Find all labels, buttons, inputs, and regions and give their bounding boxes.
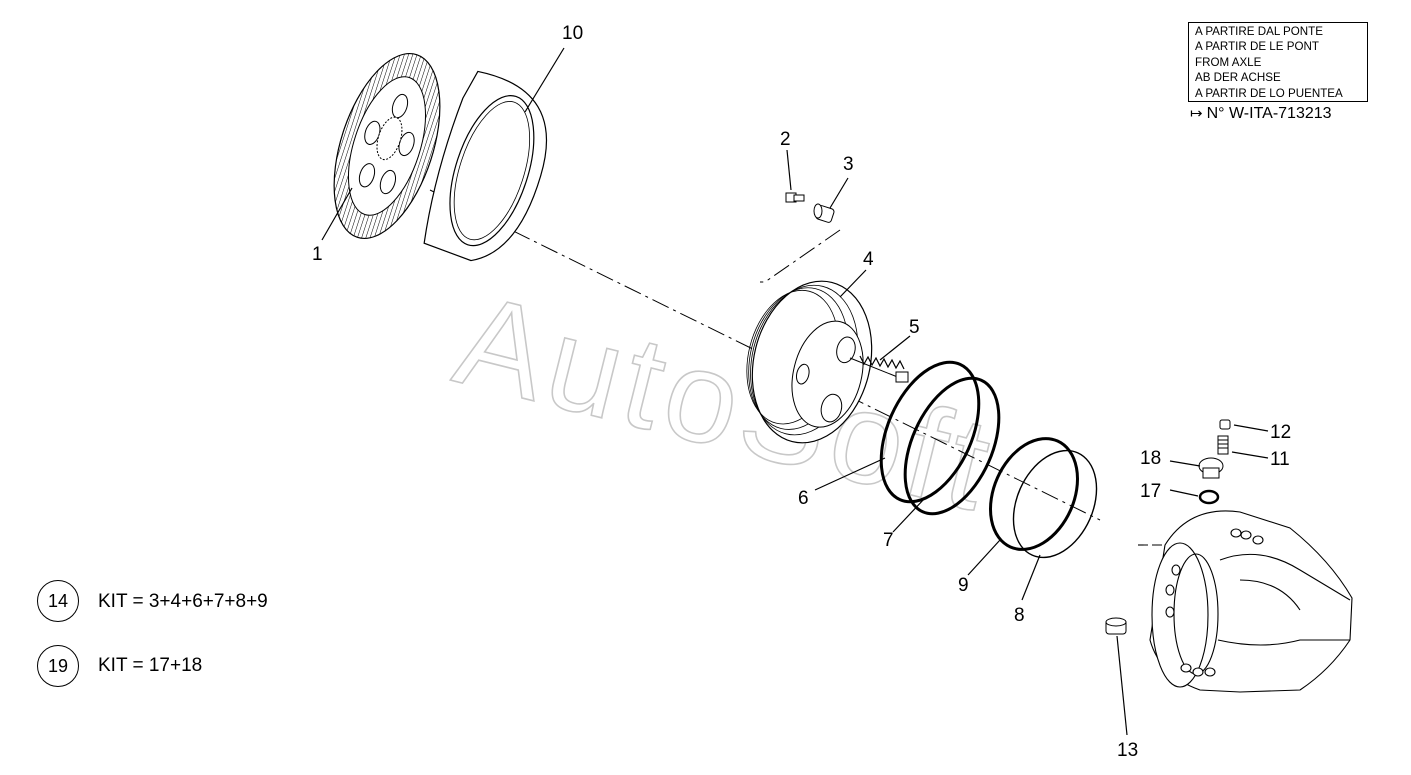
callout-3: 3: [843, 154, 854, 175]
part-5-spring: [849, 355, 909, 383]
serial-range-box: A PARTIRE DAL PONTE A PARTIR DE LE PONT …: [1188, 22, 1368, 102]
callout-1: 1: [312, 244, 323, 265]
callout-18: 18: [1140, 448, 1161, 469]
callout-9: 9: [958, 575, 969, 596]
kit-19-badge: 19: [37, 645, 79, 687]
callout-5: 5: [909, 317, 920, 338]
callout-8: 8: [1014, 605, 1025, 626]
part-17-o-ring: [1198, 489, 1220, 505]
callout-4: 4: [863, 249, 874, 270]
callout-11: 11: [1270, 449, 1290, 470]
kit-19-number: 19: [47, 656, 69, 676]
serial-line-german: AB DER ACHSE: [1195, 71, 1281, 85]
part-3-bushing: [813, 203, 835, 223]
part-6-seal-ring: [879, 360, 981, 504]
callout-13: 13: [1117, 740, 1138, 761]
callout-6: 6: [798, 488, 809, 509]
part-13-bushing: [1105, 617, 1127, 635]
axle-housing: [1138, 510, 1353, 693]
kit-14-number: 14: [47, 591, 69, 611]
callout-10: 10: [562, 23, 583, 44]
part-18-plug: [1198, 457, 1224, 479]
part-8-seal-ring: [1012, 449, 1098, 559]
part-7-seal-ring: [903, 376, 1001, 516]
serial-line-spanish: A PARTIR DE LO PUENTEA: [1195, 86, 1343, 100]
callout-12: 12: [1270, 422, 1291, 443]
serial-line-italian: A PARTIRE DAL PONTE: [1195, 25, 1323, 38]
kit-19-label: KIT = 17+18: [98, 655, 203, 676]
serial-number: ↦N° W-ITA-713213: [1190, 104, 1332, 123]
callout-17: 17: [1140, 481, 1161, 502]
serial-number-text: N° W-ITA-713213: [1206, 105, 1332, 122]
part-4-piston-housing: [746, 280, 873, 444]
part-12-bleed-cap: [1219, 419, 1231, 430]
serial-line-french: A PARTIR DE LE PONT: [1195, 40, 1319, 54]
part-2-screw: [785, 192, 805, 203]
part-10-steel-plate: [423, 70, 548, 262]
from-arrow-icon: ↦: [1190, 105, 1203, 122]
part-1-friction-disc: [333, 52, 441, 240]
part-9-seal-ring: [989, 437, 1079, 551]
leader-lines: [321, 47, 1269, 736]
callout-2: 2: [780, 129, 791, 150]
kit-14-badge: 14: [37, 580, 79, 622]
serial-line-english: FROM AXLE: [1195, 55, 1262, 69]
callout-7: 7: [883, 530, 894, 551]
kit-14-label: KIT = 3+4+6+7+8+9: [98, 591, 268, 612]
callout-numbers: 1 2 3 4 5 6 7 8 9 10 11 12 13 17 18: [312, 23, 1291, 761]
part-11-bleeder-nipple: [1217, 435, 1229, 455]
